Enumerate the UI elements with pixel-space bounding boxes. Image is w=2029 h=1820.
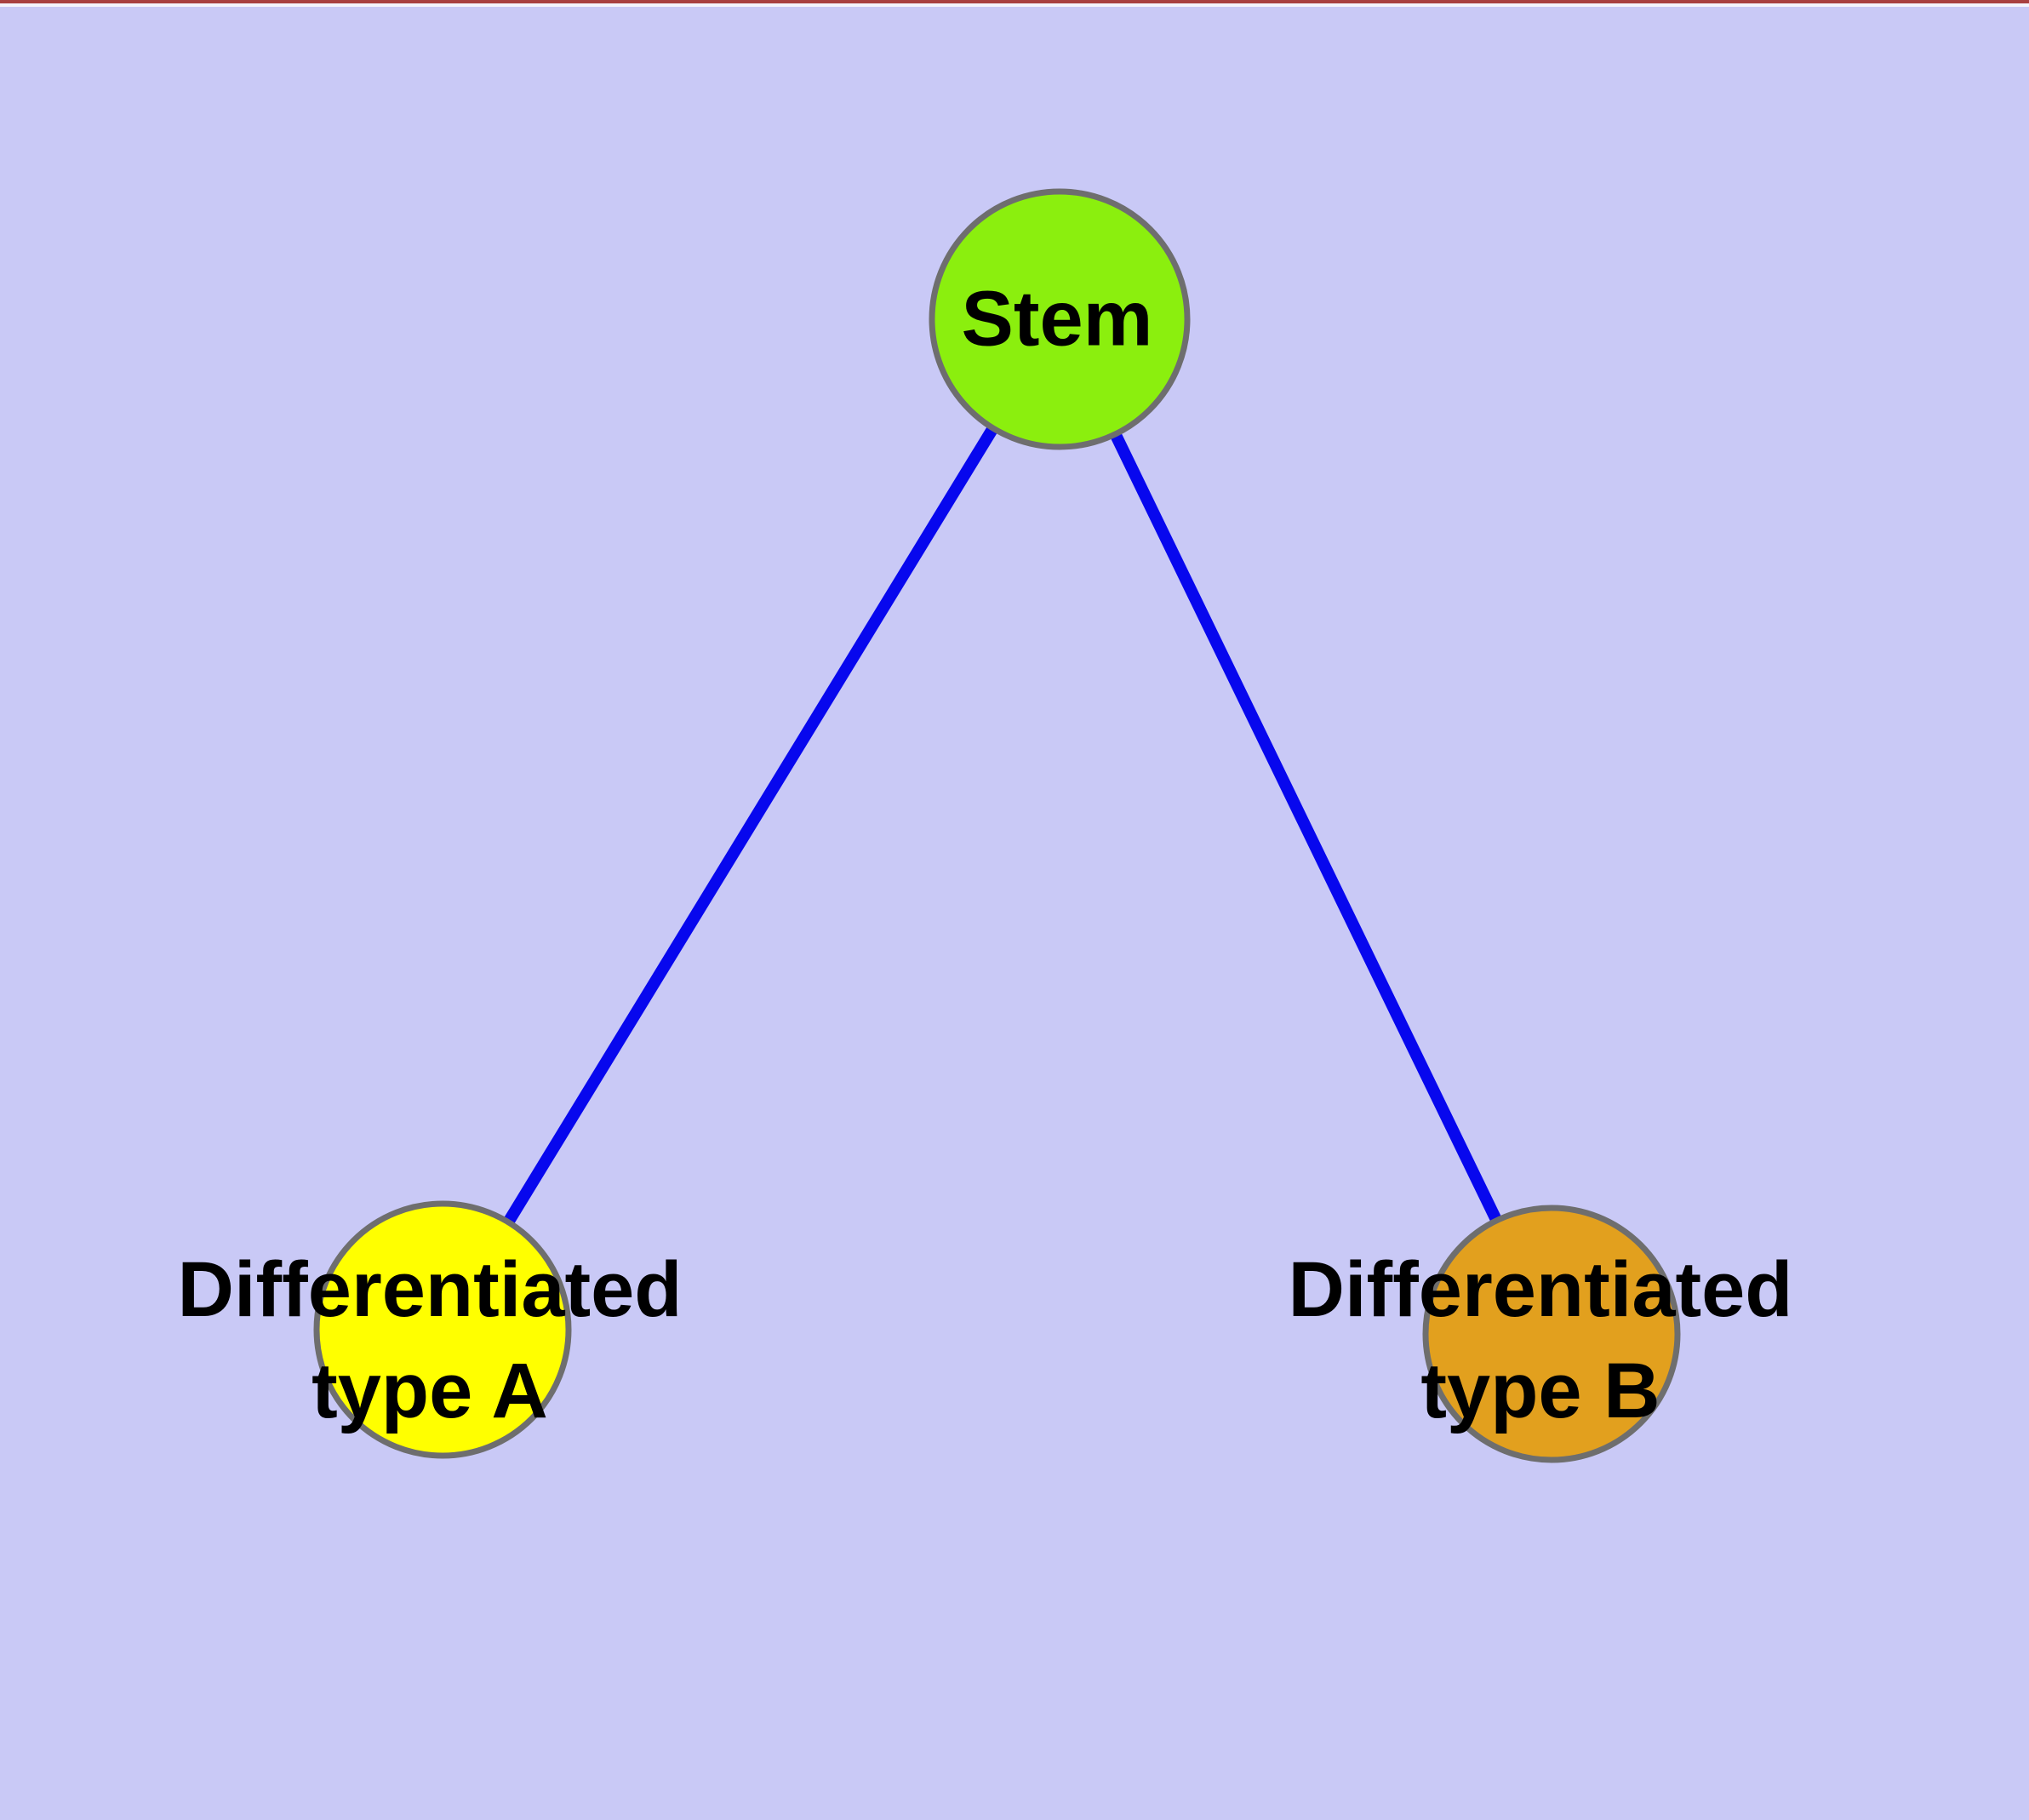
node-differentiated-type-b[interactable] [1422,1205,1681,1463]
node-stem[interactable] [929,188,1191,450]
node-type-b-label-line2: type B [1420,1348,1660,1434]
node-stem-label-text: Stem [961,275,1153,363]
node-type-a-label-line2: type A [311,1348,548,1434]
window-top-edge-highlight [0,3,2029,7]
edge-stem-to-type-a [437,316,1065,1333]
edge-stem-to-type-b [1054,316,1557,1337]
node-stem-label: Stem [962,269,1153,370]
node-type-a-label-line1: Differentiated [177,1246,683,1333]
node-type-a-label: Differentiated type A [178,1239,683,1442]
node-type-b-label: Differentiated type B [1289,1239,1793,1442]
node-differentiated-type-a[interactable] [313,1200,572,1459]
window-top-edge [0,0,2029,3]
node-type-b-label-line1: Differentiated [1288,1246,1793,1333]
